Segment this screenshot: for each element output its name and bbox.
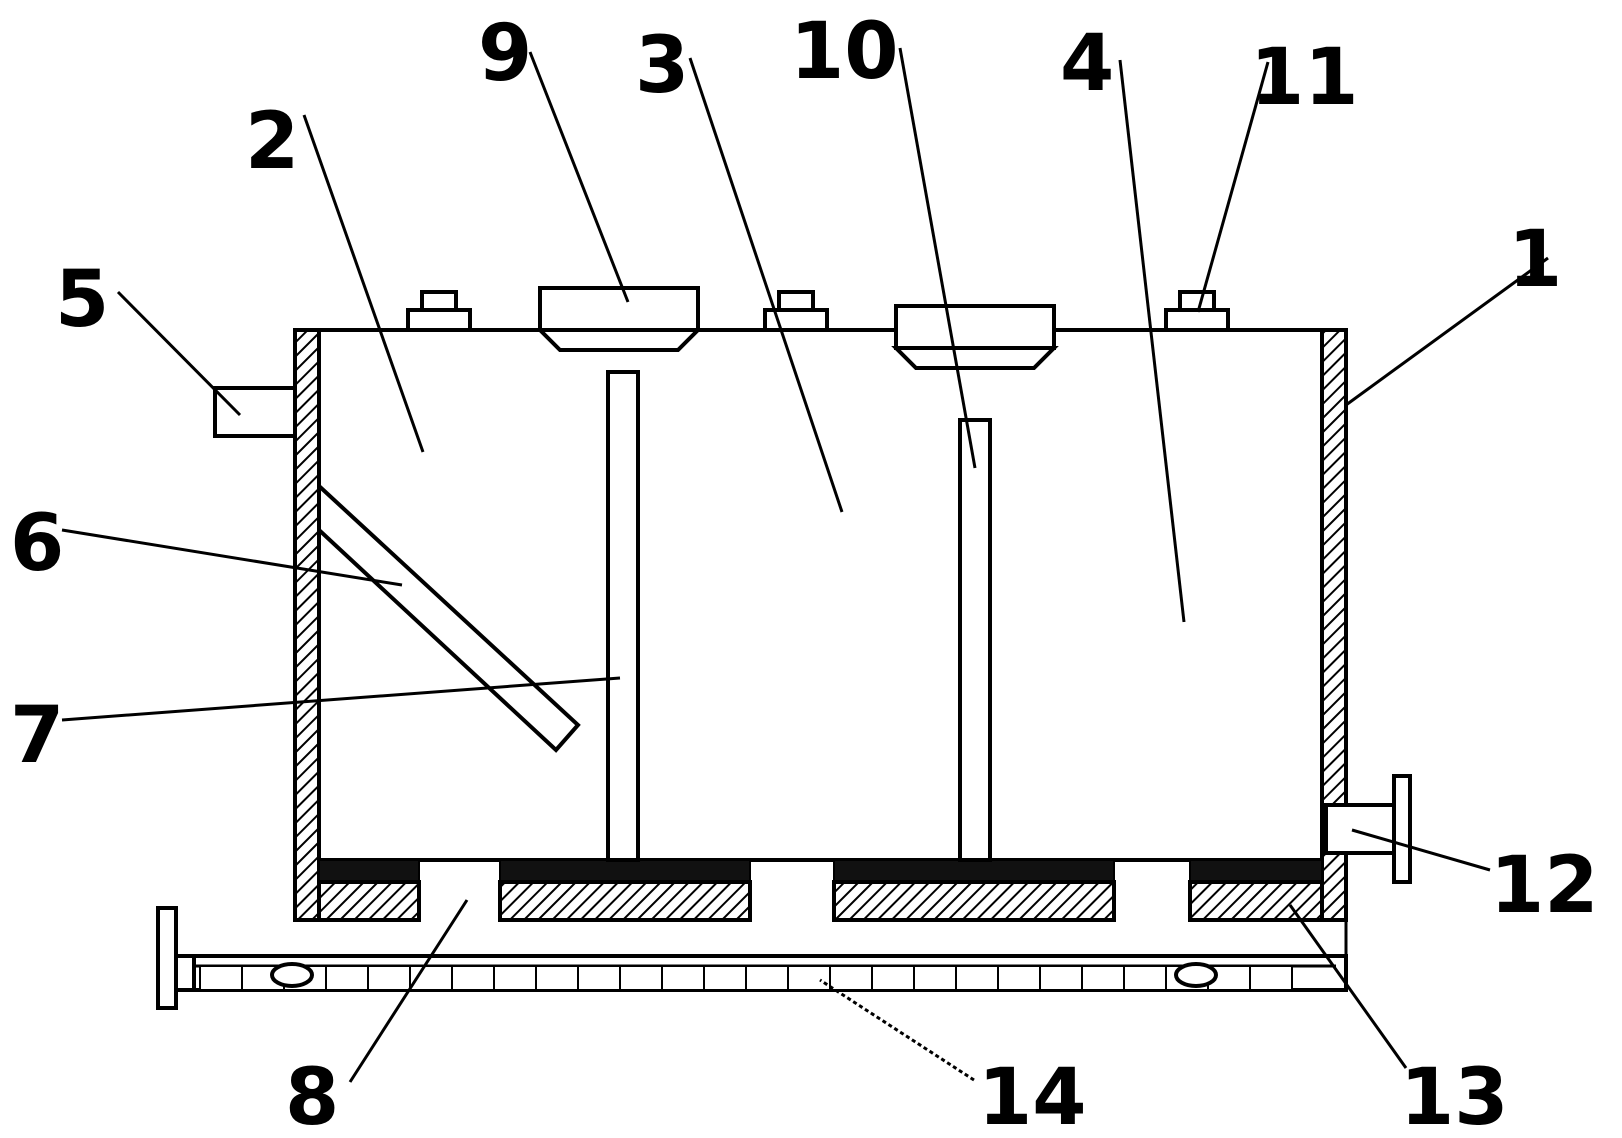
label-13: 13 — [1400, 1053, 1509, 1138]
pipe-cell — [619, 965, 663, 991]
pipe-cell — [829, 965, 873, 991]
pipe-cell — [577, 965, 621, 991]
label-14: 14 — [978, 1053, 1087, 1138]
outlet-valve-12 — [1324, 774, 1412, 884]
label-2: 2 — [245, 97, 299, 187]
label-5: 5 — [55, 255, 109, 345]
leader-lines — [61, 47, 1549, 1083]
label-1: 1 — [1508, 215, 1562, 305]
pipe-cell — [199, 965, 243, 991]
pipe-cell — [787, 965, 831, 991]
label-6: 6 — [10, 499, 64, 589]
label-10: 10 — [790, 7, 899, 97]
pipe-cell — [955, 965, 999, 991]
label-3: 3 — [635, 21, 689, 111]
vent-11 — [1164, 308, 1230, 332]
pipe-cell — [1081, 965, 1125, 991]
pipe-cell — [1249, 965, 1293, 991]
label-11: 11 — [1250, 33, 1359, 123]
drain-pipe-14 — [156, 906, 1348, 1010]
pipe-cell — [367, 965, 411, 991]
partition-7 — [606, 370, 640, 862]
pipe-cell — [1123, 965, 1167, 991]
partition-10 — [958, 418, 992, 862]
pipe-cell — [661, 965, 705, 991]
inclined-plate-6 — [317, 481, 581, 753]
pipe-cell — [745, 965, 789, 991]
pipe-cell — [871, 965, 915, 991]
cover-9 — [538, 286, 700, 332]
tank-chamber — [317, 328, 1324, 862]
pipe-cell — [1039, 965, 1083, 991]
pipe-cell — [913, 965, 957, 991]
pipe-cell — [451, 965, 495, 991]
drain-pipe-flange — [156, 906, 178, 1010]
left-wall — [293, 328, 321, 922]
label-7: 7 — [10, 691, 64, 781]
pipe-cell — [325, 965, 369, 991]
top-fittings — [406, 286, 1230, 370]
part-labels: 1 2 3 4 5 6 7 8 9 10 11 12 13 14 — [10, 7, 1599, 1138]
inlet-pipe-5 — [213, 386, 297, 438]
bottom-plates — [317, 859, 1324, 922]
pipe-cell — [535, 965, 579, 991]
label-8: 8 — [285, 1053, 339, 1138]
label-4: 4 — [1060, 19, 1114, 109]
label-9: 9 — [478, 9, 532, 99]
pipe-cell — [493, 965, 537, 991]
label-12: 12 — [1490, 841, 1599, 931]
pipe-cell — [997, 965, 1041, 991]
pipe-cell — [703, 965, 747, 991]
